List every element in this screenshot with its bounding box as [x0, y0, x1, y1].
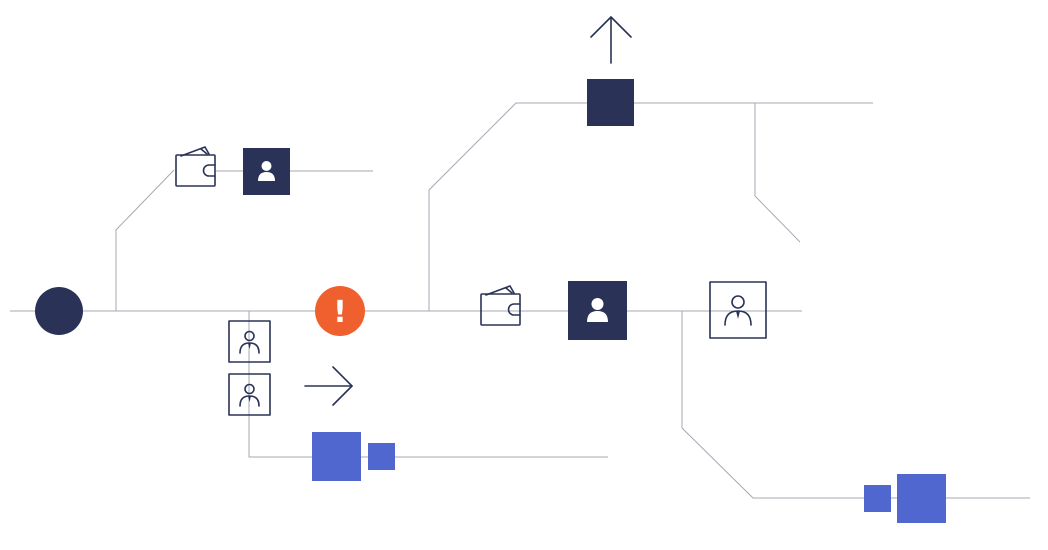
top-block-icon[interactable] [587, 79, 634, 126]
wallet-icon[interactable] [175, 146, 216, 187]
block-large-icon[interactable] [312, 432, 361, 481]
alert-exclamation-icon [315, 286, 365, 336]
arrow-up-icon[interactable] [590, 16, 632, 64]
block-small-icon[interactable] [368, 443, 395, 470]
arrow-right-icon[interactable] [304, 366, 353, 406]
person-outline-icon[interactable] [228, 373, 271, 416]
wallet-icon[interactable] [480, 285, 521, 326]
start-node-icon[interactable] [35, 287, 83, 335]
alert-symbol: ! [333, 295, 347, 330]
connector-top-right-drop [754, 103, 801, 243]
connector-left-branch [115, 169, 175, 311]
block-large-icon[interactable] [897, 474, 946, 523]
connector-persons-branch [248, 311, 608, 458]
person-outline-icon[interactable] [228, 320, 271, 363]
connector-lines [10, 102, 1030, 499]
alert-node[interactable]: ! [315, 286, 365, 336]
user-tile-icon[interactable] [243, 148, 290, 195]
connector-right-branch [681, 311, 1030, 499]
person-outline-icon[interactable] [709, 281, 767, 339]
connector-center-branch [428, 102, 873, 311]
block-small-icon[interactable] [864, 485, 891, 512]
user-tile-icon[interactable] [568, 281, 627, 340]
